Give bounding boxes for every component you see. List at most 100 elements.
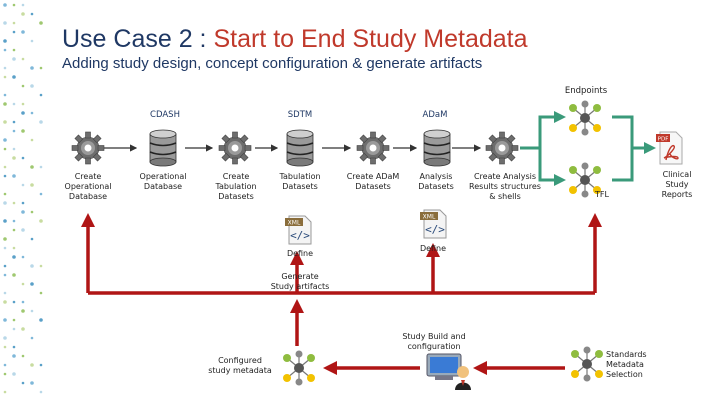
decorative-dot <box>21 201 25 205</box>
decorative-dot <box>30 363 34 367</box>
decorative-dot <box>39 264 43 268</box>
decorative-dot-grid <box>3 3 43 394</box>
generate-artifacts-label: Generate Study artifacts <box>270 272 330 291</box>
decorative-dot <box>12 318 16 322</box>
database-icon <box>419 128 455 168</box>
decorative-dot <box>3 372 7 376</box>
decorative-dot <box>21 381 25 385</box>
decorative-dot <box>3 165 7 169</box>
decorative-dot <box>30 39 34 43</box>
decorative-dot <box>3 237 7 241</box>
decorative-dot <box>3 48 7 52</box>
standards-selection-label: Standards Metadata Selection <box>606 350 647 379</box>
decorative-dot <box>21 282 25 286</box>
decorative-dot <box>3 336 7 340</box>
xml-file-icon: XML </> <box>420 209 447 239</box>
decorative-dot <box>3 3 7 7</box>
network-icon <box>567 346 607 382</box>
decorative-dot <box>21 102 25 106</box>
decorative-dot <box>12 255 16 259</box>
tfl-label: TFL <box>595 190 609 199</box>
decorative-dot <box>12 300 16 304</box>
sdtm-label: SDTM <box>287 110 313 120</box>
decorative-dot <box>21 300 25 304</box>
decorative-dot <box>12 48 16 52</box>
decorative-dot <box>39 21 43 25</box>
decorative-dot <box>21 228 25 232</box>
svg-text:</>: </> <box>290 229 310 242</box>
decorative-dot <box>12 228 16 232</box>
decorative-dot <box>12 120 16 124</box>
decorative-dot <box>12 246 16 250</box>
decorative-dot <box>39 93 43 97</box>
adam-define-label: Define <box>419 244 447 253</box>
decorative-dot <box>21 3 25 7</box>
adam-label: ADaM <box>422 110 448 120</box>
pdf-file-icon: PDF <box>656 131 683 165</box>
gear-icon <box>484 130 520 166</box>
decorative-dot <box>39 66 43 70</box>
pdf-badge: PDF <box>658 137 669 143</box>
decorative-dot <box>3 318 7 322</box>
decorative-dot <box>21 84 25 88</box>
decorative-dot <box>12 219 16 223</box>
decorative-dot <box>3 75 7 79</box>
create-analysis-results-label: Create Analysis Results structures & she… <box>469 172 541 201</box>
decorative-dot <box>3 147 7 151</box>
decorative-dot <box>21 30 25 34</box>
analysis-datasets-label: Analysis Datasets <box>418 172 454 191</box>
decorative-dot <box>3 39 7 43</box>
cdash-label: CDASH <box>150 110 180 120</box>
decorative-dot <box>3 291 7 295</box>
sdtm-define-label: Define <box>286 249 314 258</box>
decorative-dot <box>12 30 16 34</box>
decorative-dot <box>39 192 43 196</box>
decorative-dot <box>30 264 34 268</box>
decorative-dot <box>30 111 34 115</box>
decorative-dot <box>3 300 7 304</box>
decorative-dot <box>21 183 25 187</box>
decorative-dot <box>21 327 25 331</box>
decorative-dot <box>39 363 43 367</box>
decorative-dot <box>21 57 25 61</box>
decorative-dot <box>12 21 16 25</box>
decorative-dot <box>30 165 34 169</box>
decorative-dot <box>30 336 34 340</box>
green-arrows <box>520 111 656 186</box>
gear-icon <box>217 130 253 166</box>
create-tabulation-label: Create Tabulation Datasets <box>215 172 257 201</box>
decorative-dot <box>30 237 34 241</box>
page-subtitle: Adding study design, concept configurati… <box>62 55 483 72</box>
decorative-dot <box>30 138 34 142</box>
decorative-dot <box>30 12 34 16</box>
decorative-dot <box>21 309 25 313</box>
operational-db-label: Operational Database <box>139 172 187 191</box>
decorative-dot <box>30 66 34 70</box>
decorative-dot <box>3 345 7 349</box>
tabulation-datasets-label: Tabulation Datasets <box>279 172 321 191</box>
decorative-dot <box>30 210 34 214</box>
decorative-dot <box>12 129 16 133</box>
decorative-dot <box>21 210 25 214</box>
decorative-dot <box>12 354 16 358</box>
decorative-dot <box>30 84 34 88</box>
decorative-dot <box>3 273 7 277</box>
xml-badge: XML <box>423 214 436 221</box>
decorative-dot <box>30 282 34 286</box>
decorative-dot <box>3 390 7 394</box>
decorative-dot <box>12 3 16 7</box>
decorative-dot <box>3 93 7 97</box>
decorative-dot <box>30 183 34 187</box>
decorative-dot <box>3 66 7 70</box>
decorative-dot <box>3 102 7 106</box>
decorative-dot <box>39 291 43 295</box>
decorative-dot <box>3 201 7 205</box>
database-icon <box>145 128 181 168</box>
xml-badge: XML <box>288 220 301 227</box>
database-icon <box>282 128 318 168</box>
decorative-dot <box>12 273 16 277</box>
page-title: Use Case 2 : Start to End Study Metadata <box>62 25 528 53</box>
study-build-label: Study Build and configuration <box>402 332 466 351</box>
decorative-dot <box>21 111 25 115</box>
